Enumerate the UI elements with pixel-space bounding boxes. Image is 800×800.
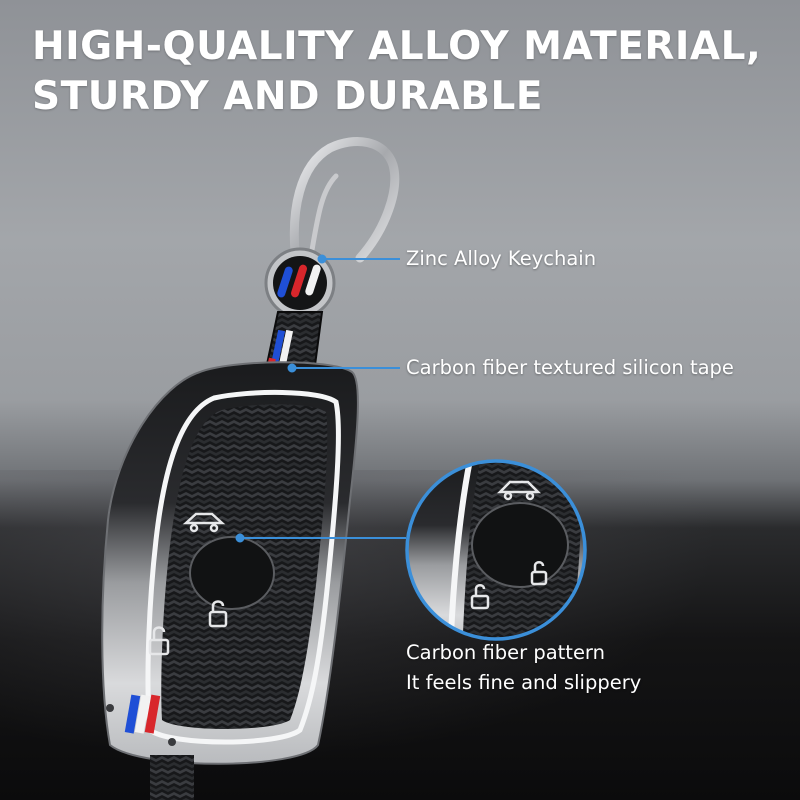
magnified-detail-lens: [405, 459, 587, 641]
callout-pattern-line-2: It feels fine and slippery: [406, 671, 642, 694]
callout-lines: [235, 254, 406, 543]
key-fob-shell: [101, 361, 359, 800]
callout-keychain-text: Zinc Alloy Keychain: [406, 247, 597, 270]
headline-line-2: STURDY AND DURABLE: [32, 74, 543, 119]
headline-line-1: HIGH-QUALITY ALLOY MATERIAL,: [32, 24, 762, 69]
unlock-icon: [148, 626, 170, 656]
callout-keychain: Zinc Alloy Keychain: [406, 244, 596, 274]
callout-tape-text: Carbon fiber textured silicon tape: [406, 356, 734, 379]
callout-pattern-line-1: Carbon fiber pattern: [406, 641, 605, 664]
lock-icon: [208, 600, 228, 628]
callout-tape: Carbon fiber textured silicon tape: [406, 353, 734, 383]
keychain-medallion: [264, 247, 336, 319]
headline: HIGH-QUALITY ALLOY MATERIAL, STURDY AND …: [32, 22, 761, 122]
callout-pattern: Carbon fiber pattern It feels fine and s…: [406, 638, 641, 698]
carabiner-clip: [289, 137, 400, 267]
trunk-icon: [182, 512, 226, 533]
